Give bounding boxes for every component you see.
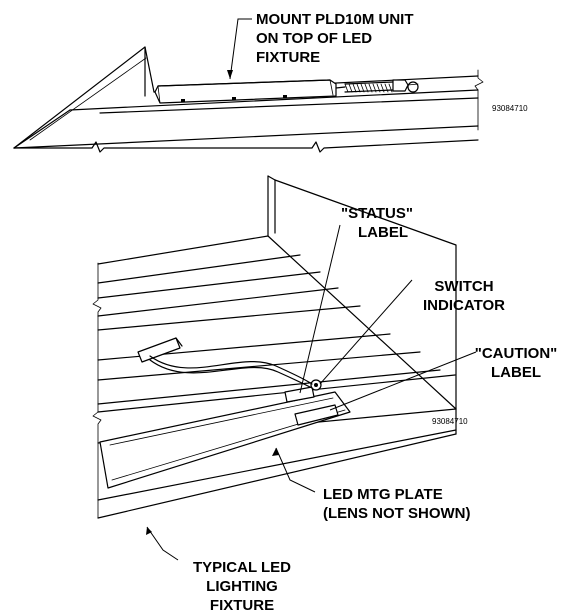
fixture-callout-line2: LIGHTING [206,578,278,595]
plate-leader-line [275,447,316,493]
mount-callout: MOUNT PLD10M UNIT ON TOP OF LED FIXTURE [256,11,414,66]
status-label-callout: "STATUS" LABEL [341,205,413,241]
caution-callout-line1: "CAUTION" [475,345,558,362]
svg-text:FIXTURE: FIXTURE [210,597,274,614]
plate-callout-line1: LED MTG PLATE [323,486,443,503]
mount-callout-line1: MOUNT PLD10M UNIT [256,11,414,28]
caution-leader-line [329,351,477,411]
fixture-callout-line3: FIXTURE [210,597,274,614]
switch-leader-line [319,279,413,385]
svg-text:LED MTG PLATE: LED MTG PLATE [323,486,443,503]
svg-text:MOUNT PLD10M UNIT: MOUNT PLD10M UNIT [256,11,414,28]
switch-callout-line1: SWITCH [434,278,493,295]
svg-text:LABEL: LABEL [358,224,408,241]
svg-text:SWITCH: SWITCH [434,278,493,295]
wire-connector [137,337,313,389]
svg-text:LIGHTING: LIGHTING [206,578,278,595]
svg-text:FIXTURE: FIXTURE [256,49,320,66]
top-figure-number: 93084710 [492,104,528,113]
status-callout-line1: "STATUS" [341,205,413,222]
bottom-figure-number: 93084710 [432,417,468,426]
mount-leader-line [229,18,252,80]
caution-callout-line2: LABEL [491,364,541,381]
svg-text:(LENS NOT SHOWN): (LENS NOT SHOWN) [323,505,471,522]
mount-callout-line2: ON TOP OF LED [256,30,372,47]
led-plate-callout: LED MTG PLATE (LENS NOT SHOWN) [323,486,471,522]
pld10m-unit [154,79,419,104]
bottom-fixture-view: "STATUS" LABEL SWITCH INDICATOR "CAUTION… [92,175,558,614]
svg-text:"CAUTION": "CAUTION" [475,345,558,362]
caution-label-callout: "CAUTION" LABEL [475,345,558,381]
svg-text:"STATUS": "STATUS" [341,205,413,222]
top-fixture-view: MOUNT PLD10M UNIT ON TOP OF LED FIXTURE … [13,11,528,153]
status-callout-line2: LABEL [358,224,408,241]
svg-text:LABEL: LABEL [491,364,541,381]
fixture-callout-line1: TYPICAL LED [193,559,291,576]
switch-indicator-callout: SWITCH INDICATOR [423,278,505,314]
led-mounting-plate [99,379,351,489]
fixture-callout: TYPICAL LED LIGHTING FIXTURE [193,559,291,614]
plate-callout-line2: (LENS NOT SHOWN) [323,505,471,522]
fixture-leader-line [146,526,179,561]
mount-callout-line3: FIXTURE [256,49,320,66]
switch-callout-line2: INDICATOR [423,297,505,314]
svg-text:ON TOP OF LED: ON TOP OF LED [256,30,372,47]
status-label-box [284,386,315,403]
status-leader-line [299,224,341,394]
svg-text:INDICATOR: INDICATOR [423,297,505,314]
svg-text:TYPICAL LED: TYPICAL LED [193,559,291,576]
caution-label-box [294,404,339,426]
